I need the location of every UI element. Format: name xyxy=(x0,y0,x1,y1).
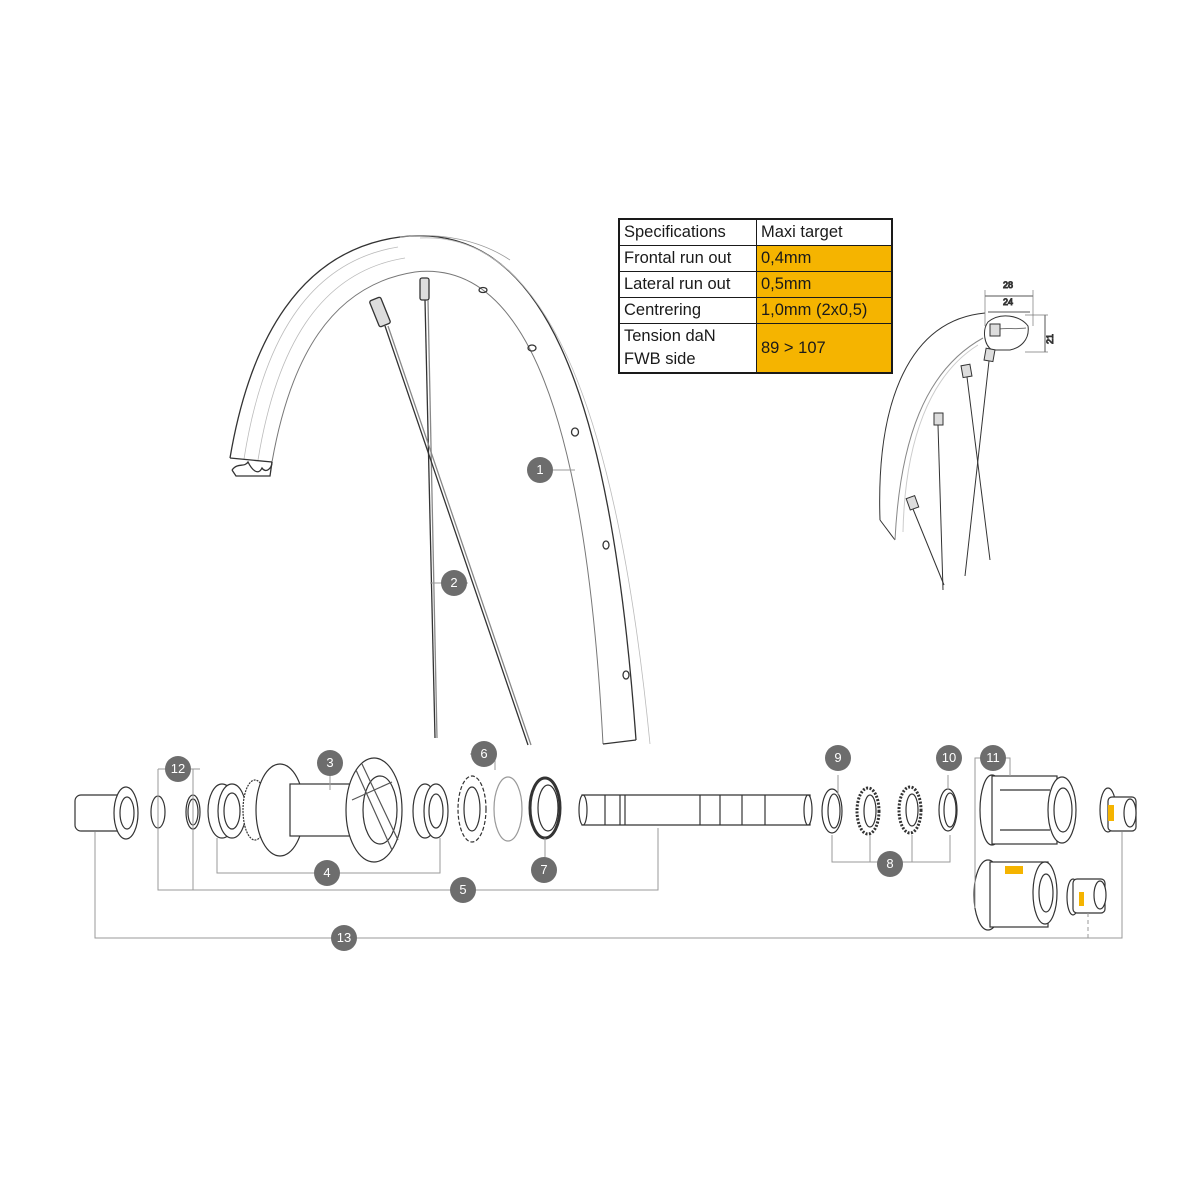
callout-badge-5: 5 xyxy=(450,877,476,903)
rim-drawing xyxy=(229,235,651,745)
spec-label: Centrering xyxy=(618,297,757,324)
spec-value: 0,4mm xyxy=(756,245,893,272)
specifications-table: Specifications Maxi target Frontal run o… xyxy=(618,218,893,374)
callout-badge-8: 8 xyxy=(877,851,903,877)
dim-outer-width: 28 xyxy=(1003,280,1013,290)
spec-row-tension: Tension daN FWB side 89 > 107 xyxy=(618,323,893,374)
callout-badge-1: 1 xyxy=(527,457,553,483)
callout-badge-12: 12 xyxy=(165,756,191,782)
spec-value: 89 > 107 xyxy=(756,323,893,374)
hub-parts-drawing xyxy=(74,757,1137,931)
spec-label: Lateral run out xyxy=(618,271,757,298)
spec-value: 0,5mm xyxy=(756,271,893,298)
callout-badge-4: 4 xyxy=(314,860,340,886)
callout-badge-11: 11 xyxy=(980,745,1006,771)
spec-row-centrering: Centrering 1,0mm (2x0,5) xyxy=(618,297,893,324)
callout-badge-7: 7 xyxy=(531,857,557,883)
callout-badge-9: 9 xyxy=(825,745,851,771)
callout-badge-13: 13 xyxy=(331,925,357,951)
spec-row-frontal-runout: Frontal run out 0,4mm xyxy=(618,245,893,272)
dim-inner-width: 24 xyxy=(1003,297,1013,307)
callout-badge-6: 6 xyxy=(471,741,497,767)
spec-header-row: Specifications Maxi target xyxy=(618,218,893,246)
spec-value: 1,0mm (2x0,5) xyxy=(756,297,893,324)
rim-profile-detail: 28 24 21 xyxy=(879,280,1056,591)
spec-label-line2: FWB side xyxy=(624,350,696,368)
dim-height: 21 xyxy=(1045,334,1055,344)
spec-label: Tension daN FWB side xyxy=(618,323,757,374)
spec-label: Frontal run out xyxy=(618,245,757,272)
spec-row-lateral-runout: Lateral run out 0,5mm xyxy=(618,271,893,298)
spokes-drawing xyxy=(369,277,532,746)
callout-badge-2: 2 xyxy=(441,570,467,596)
leader-lines xyxy=(94,469,1123,939)
callout-badge-10: 10 xyxy=(936,745,962,771)
spec-header-label: Specifications xyxy=(618,218,757,246)
spec-label-line1: Tension daN xyxy=(624,327,716,345)
spec-header-value: Maxi target xyxy=(756,218,893,246)
callout-badge-3: 3 xyxy=(317,750,343,776)
